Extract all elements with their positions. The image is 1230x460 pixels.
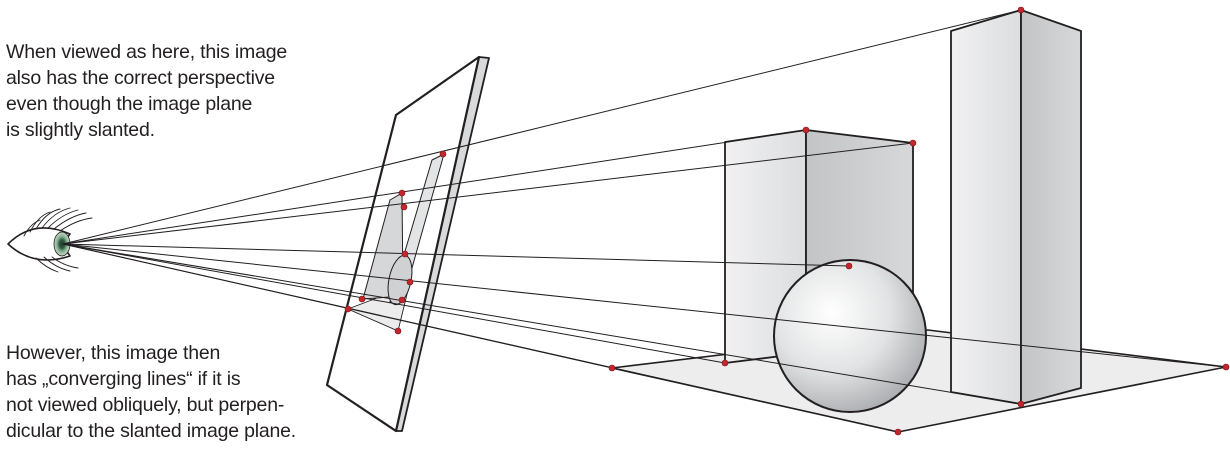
caption-top: When viewed as here, this image also has… (6, 39, 287, 143)
sphere (773, 259, 927, 413)
tall-box-side (1020, 9, 1082, 405)
caption-bottom-line: However, this image then (6, 342, 221, 364)
image-plane-face (325, 55, 481, 433)
caption-bottom-line: not viewed obliquely, but perpen- (6, 394, 285, 416)
eye-icon (7, 207, 93, 273)
projection-points (344, 6, 1230, 436)
tall-box-front (950, 9, 1022, 405)
caption-top-line: is slightly slanted. (6, 119, 155, 141)
caption-top-line: even though the image plane (6, 93, 253, 115)
caption-bottom-line: dicular to the slanted image plane. (6, 420, 297, 442)
caption-top-line: When viewed as here, this image (6, 41, 288, 63)
image-plane (325, 55, 490, 433)
caption-bottom-line: has „converging lines“ if it is (6, 368, 241, 390)
caption-bottom: However, this image then has „converging… (6, 340, 296, 444)
caption-top-line: also has the correct perspective (6, 67, 275, 89)
sight-lines (62, 9, 1227, 433)
